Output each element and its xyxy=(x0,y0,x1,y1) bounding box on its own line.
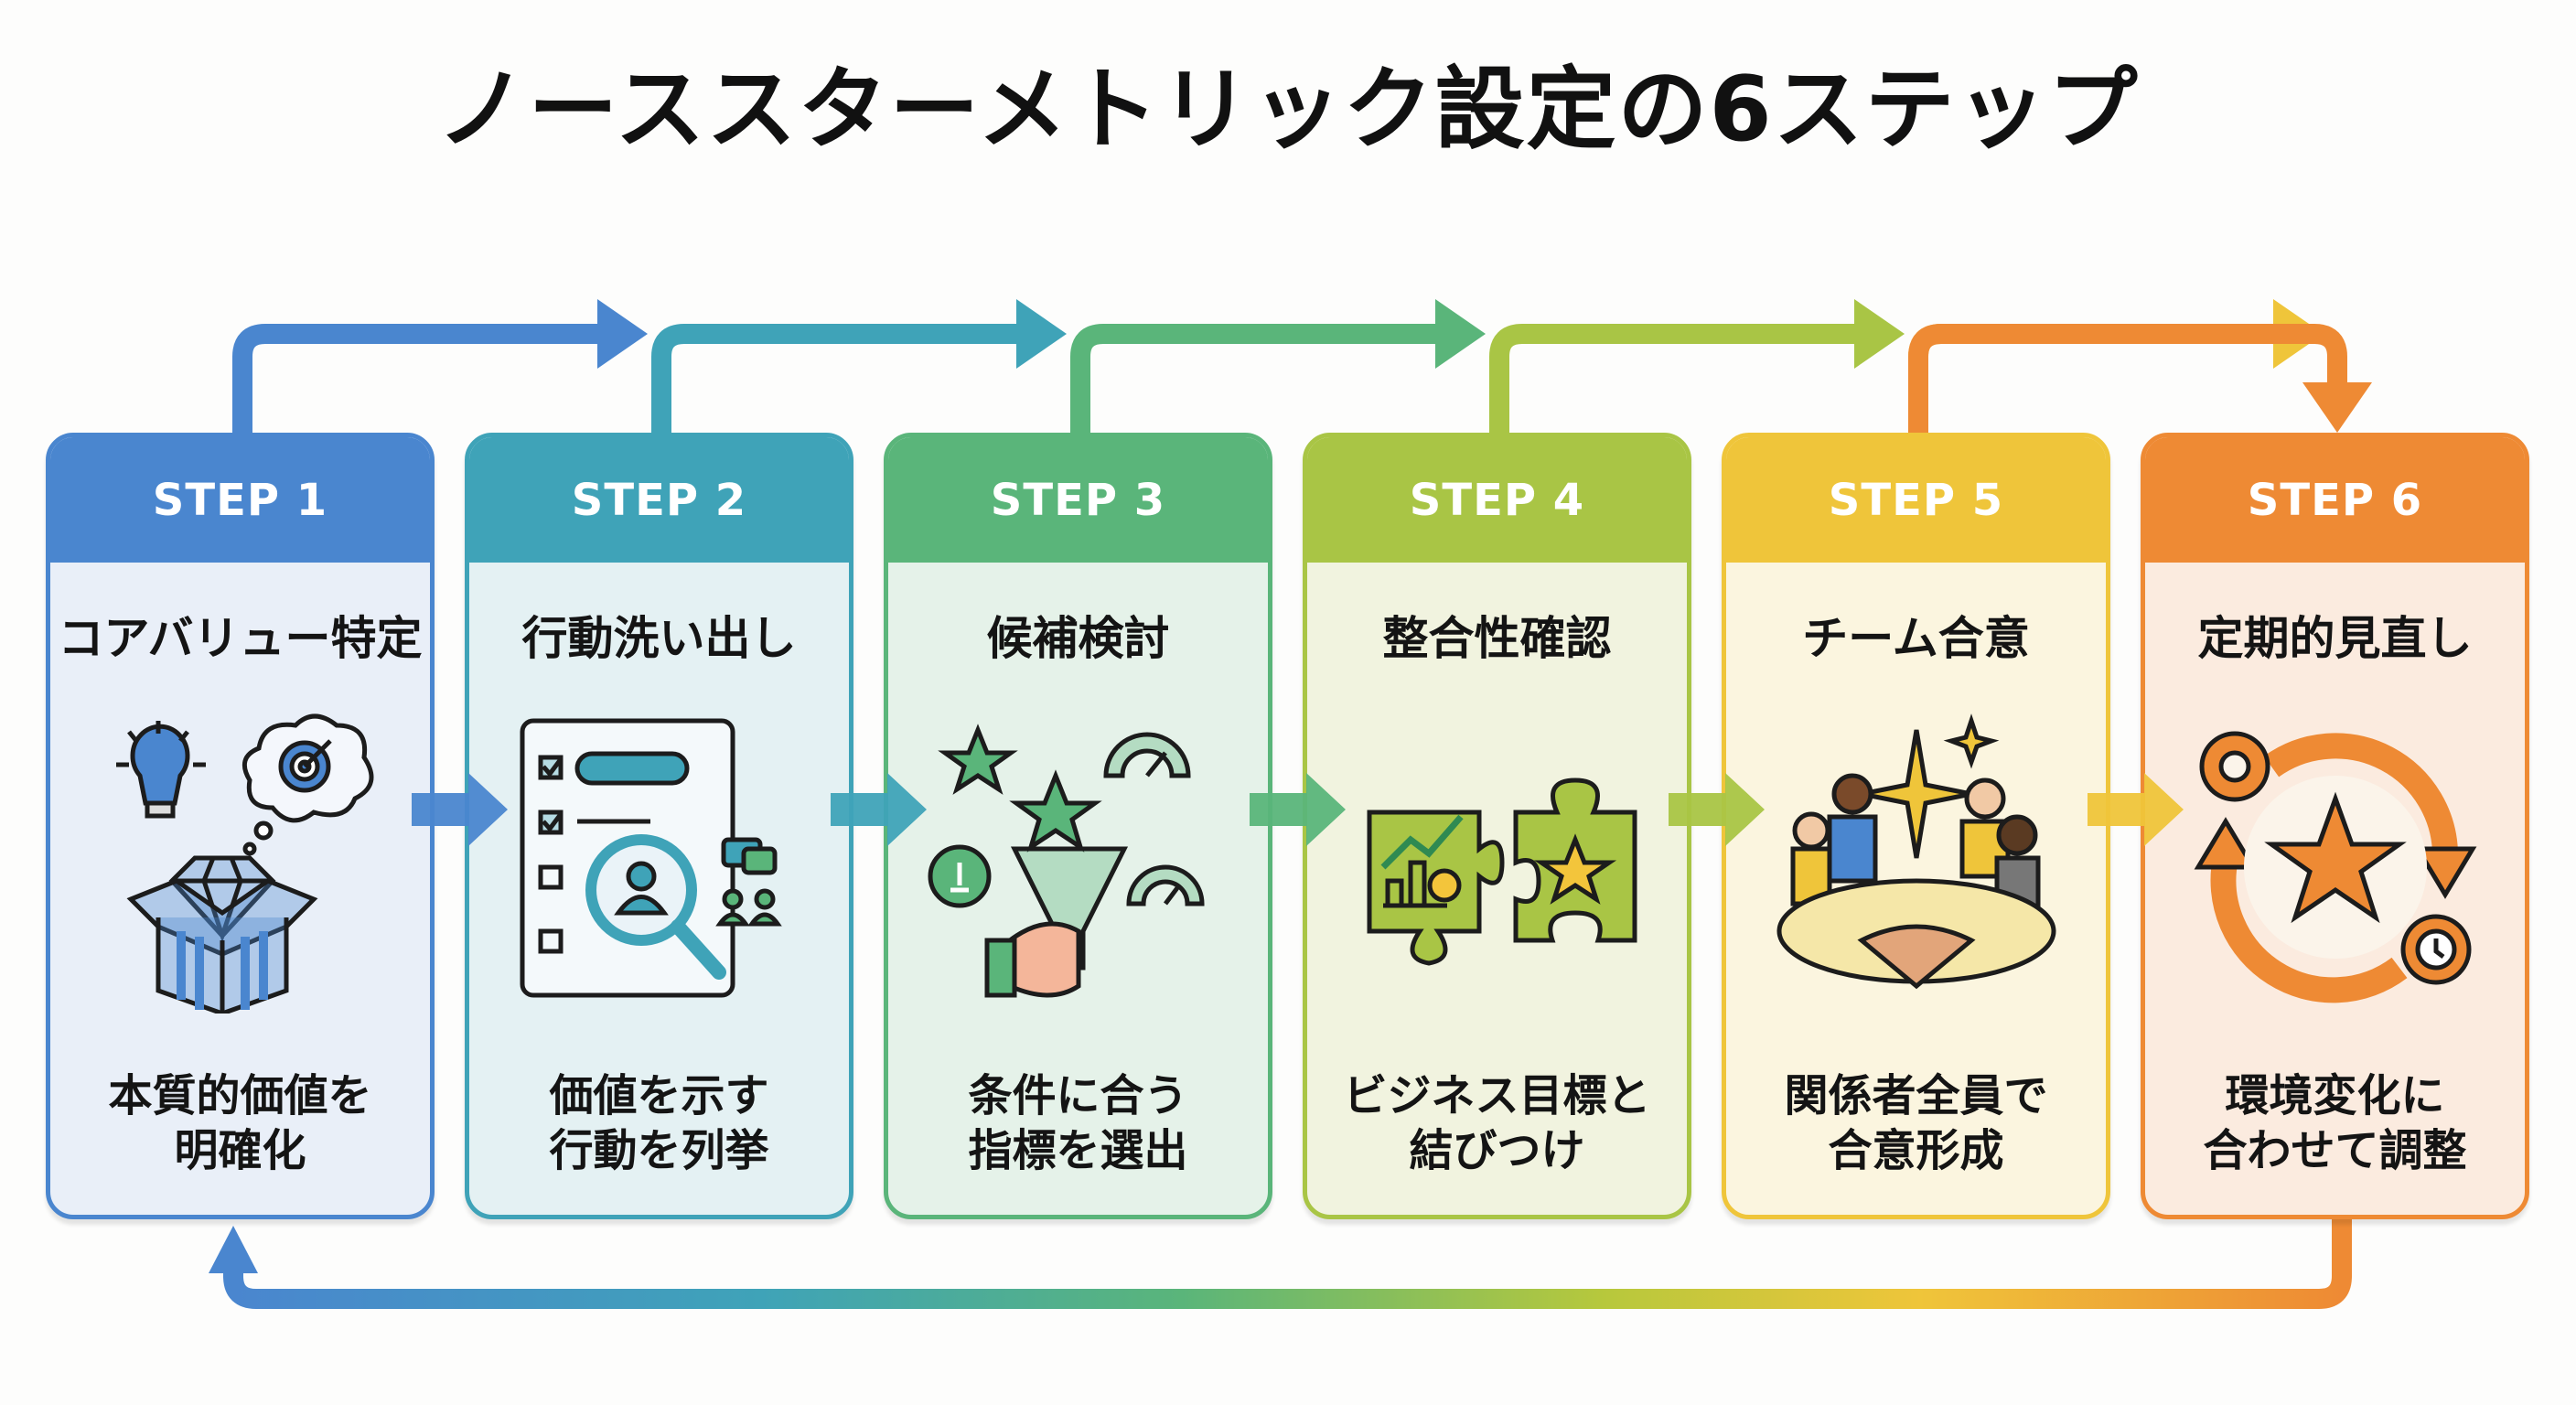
top-connector-arrowhead xyxy=(1854,299,1905,369)
step-title: 行動洗い出し xyxy=(521,612,797,665)
step-card-4: STEP 4 整合性確認 ビジネス目標と 結びつけ xyxy=(1303,433,1691,1219)
step-card-6: STEP 6 定期的見直し 環境変化に 合わせて調整 xyxy=(2141,433,2529,1219)
step-description-line2: 指標を選出 xyxy=(968,1125,1188,1176)
next-step-arrow-icon xyxy=(2088,773,2184,846)
step-label: STEP 6 xyxy=(2145,437,2525,563)
loop-back-arrow xyxy=(209,1219,2352,1309)
step-description-line2: 明確化 xyxy=(174,1125,306,1176)
step-label: STEP 2 xyxy=(469,437,849,563)
step-description: ビジネス目標と 結びつけ xyxy=(1307,1068,1687,1178)
top-connector-3 xyxy=(1070,324,1444,433)
top-connector-6 xyxy=(1908,324,2347,433)
funnel-stars-gauges-icon xyxy=(923,712,1234,1014)
step-description-line1: 関係者全員で xyxy=(1784,1070,2048,1121)
step-description-line2: 合わせて調整 xyxy=(2203,1125,2467,1176)
page-title: ノーススターメトリック設定の6ステップ xyxy=(436,58,2140,162)
team-meeting-handshake-icon xyxy=(1761,712,2072,1014)
step-description: 条件に合う 指標を選出 xyxy=(888,1068,1268,1178)
top-connector-arrowhead xyxy=(597,299,648,369)
top-connector-arrowhead xyxy=(2302,382,2372,433)
puzzle-chart-star-icon xyxy=(1342,712,1653,1014)
step-title: チーム合意 xyxy=(1802,612,2030,665)
step-card-3: STEP 3 候補検討 条件に合う 指標を選出 xyxy=(884,433,1272,1219)
loop-back-line xyxy=(223,1219,2352,1309)
step-label: STEP 5 xyxy=(1726,437,2106,563)
top-connector-arrowhead xyxy=(1435,299,1486,369)
diamond-box-idea-icon xyxy=(85,712,396,1016)
step-label: STEP 1 xyxy=(50,437,430,563)
top-connector-5 xyxy=(1908,324,2282,433)
next-step-arrow-icon xyxy=(831,773,927,846)
next-step-arrow-icon xyxy=(1250,773,1346,846)
step-description-line1: 本質的価値を xyxy=(108,1070,372,1121)
step-description-line1: 価値を示す xyxy=(549,1070,769,1121)
top-connector-arrowhead xyxy=(1016,299,1067,369)
step-description: 環境変化に 合わせて調整 xyxy=(2145,1068,2525,1178)
checklist-magnifier-icon xyxy=(504,712,815,1014)
step-label: STEP 3 xyxy=(888,437,1268,563)
step-description: 関係者全員で 合意形成 xyxy=(1726,1068,2106,1178)
next-step-arrow-icon xyxy=(1669,773,1765,846)
loop-back-arrowhead xyxy=(209,1226,258,1273)
step-description-line2: 行動を列挙 xyxy=(549,1125,769,1176)
step-description-line1: 条件に合う xyxy=(968,1070,1188,1121)
step-card-1: STEP 1 コアバリュー特定 本質的価値を 明確化 xyxy=(46,433,435,1219)
step-card-2: STEP 2 行動洗い出し 価値を示す 行動を列挙 xyxy=(465,433,853,1219)
step-title: 候補検討 xyxy=(986,612,1170,665)
step-description: 価値を示す 行動を列挙 xyxy=(469,1068,849,1178)
top-connector-1 xyxy=(232,324,606,433)
step-title: 整合性確認 xyxy=(1382,612,1612,665)
step-title: 定期的見直し xyxy=(2197,612,2473,665)
step-description-line2: 合意形成 xyxy=(1828,1125,2004,1176)
step-card-5: STEP 5 チーム合意 関係者全員で 合意形成 xyxy=(1722,433,2110,1219)
step-description-line1: 環境変化に xyxy=(2225,1070,2445,1121)
top-connector-2 xyxy=(651,324,1025,433)
next-step-arrow-icon xyxy=(412,773,508,846)
step-description-line1: ビジネス目標と xyxy=(1343,1070,1651,1121)
step-title: コアバリュー特定 xyxy=(58,612,423,665)
step-label: STEP 4 xyxy=(1307,437,1687,563)
step-description-line2: 結びつけ xyxy=(1409,1125,1585,1176)
cycle-gears-star-icon xyxy=(2180,712,2491,1014)
step-description: 本質的価値を 明確化 xyxy=(50,1068,430,1178)
top-connector-4 xyxy=(1489,324,1863,433)
